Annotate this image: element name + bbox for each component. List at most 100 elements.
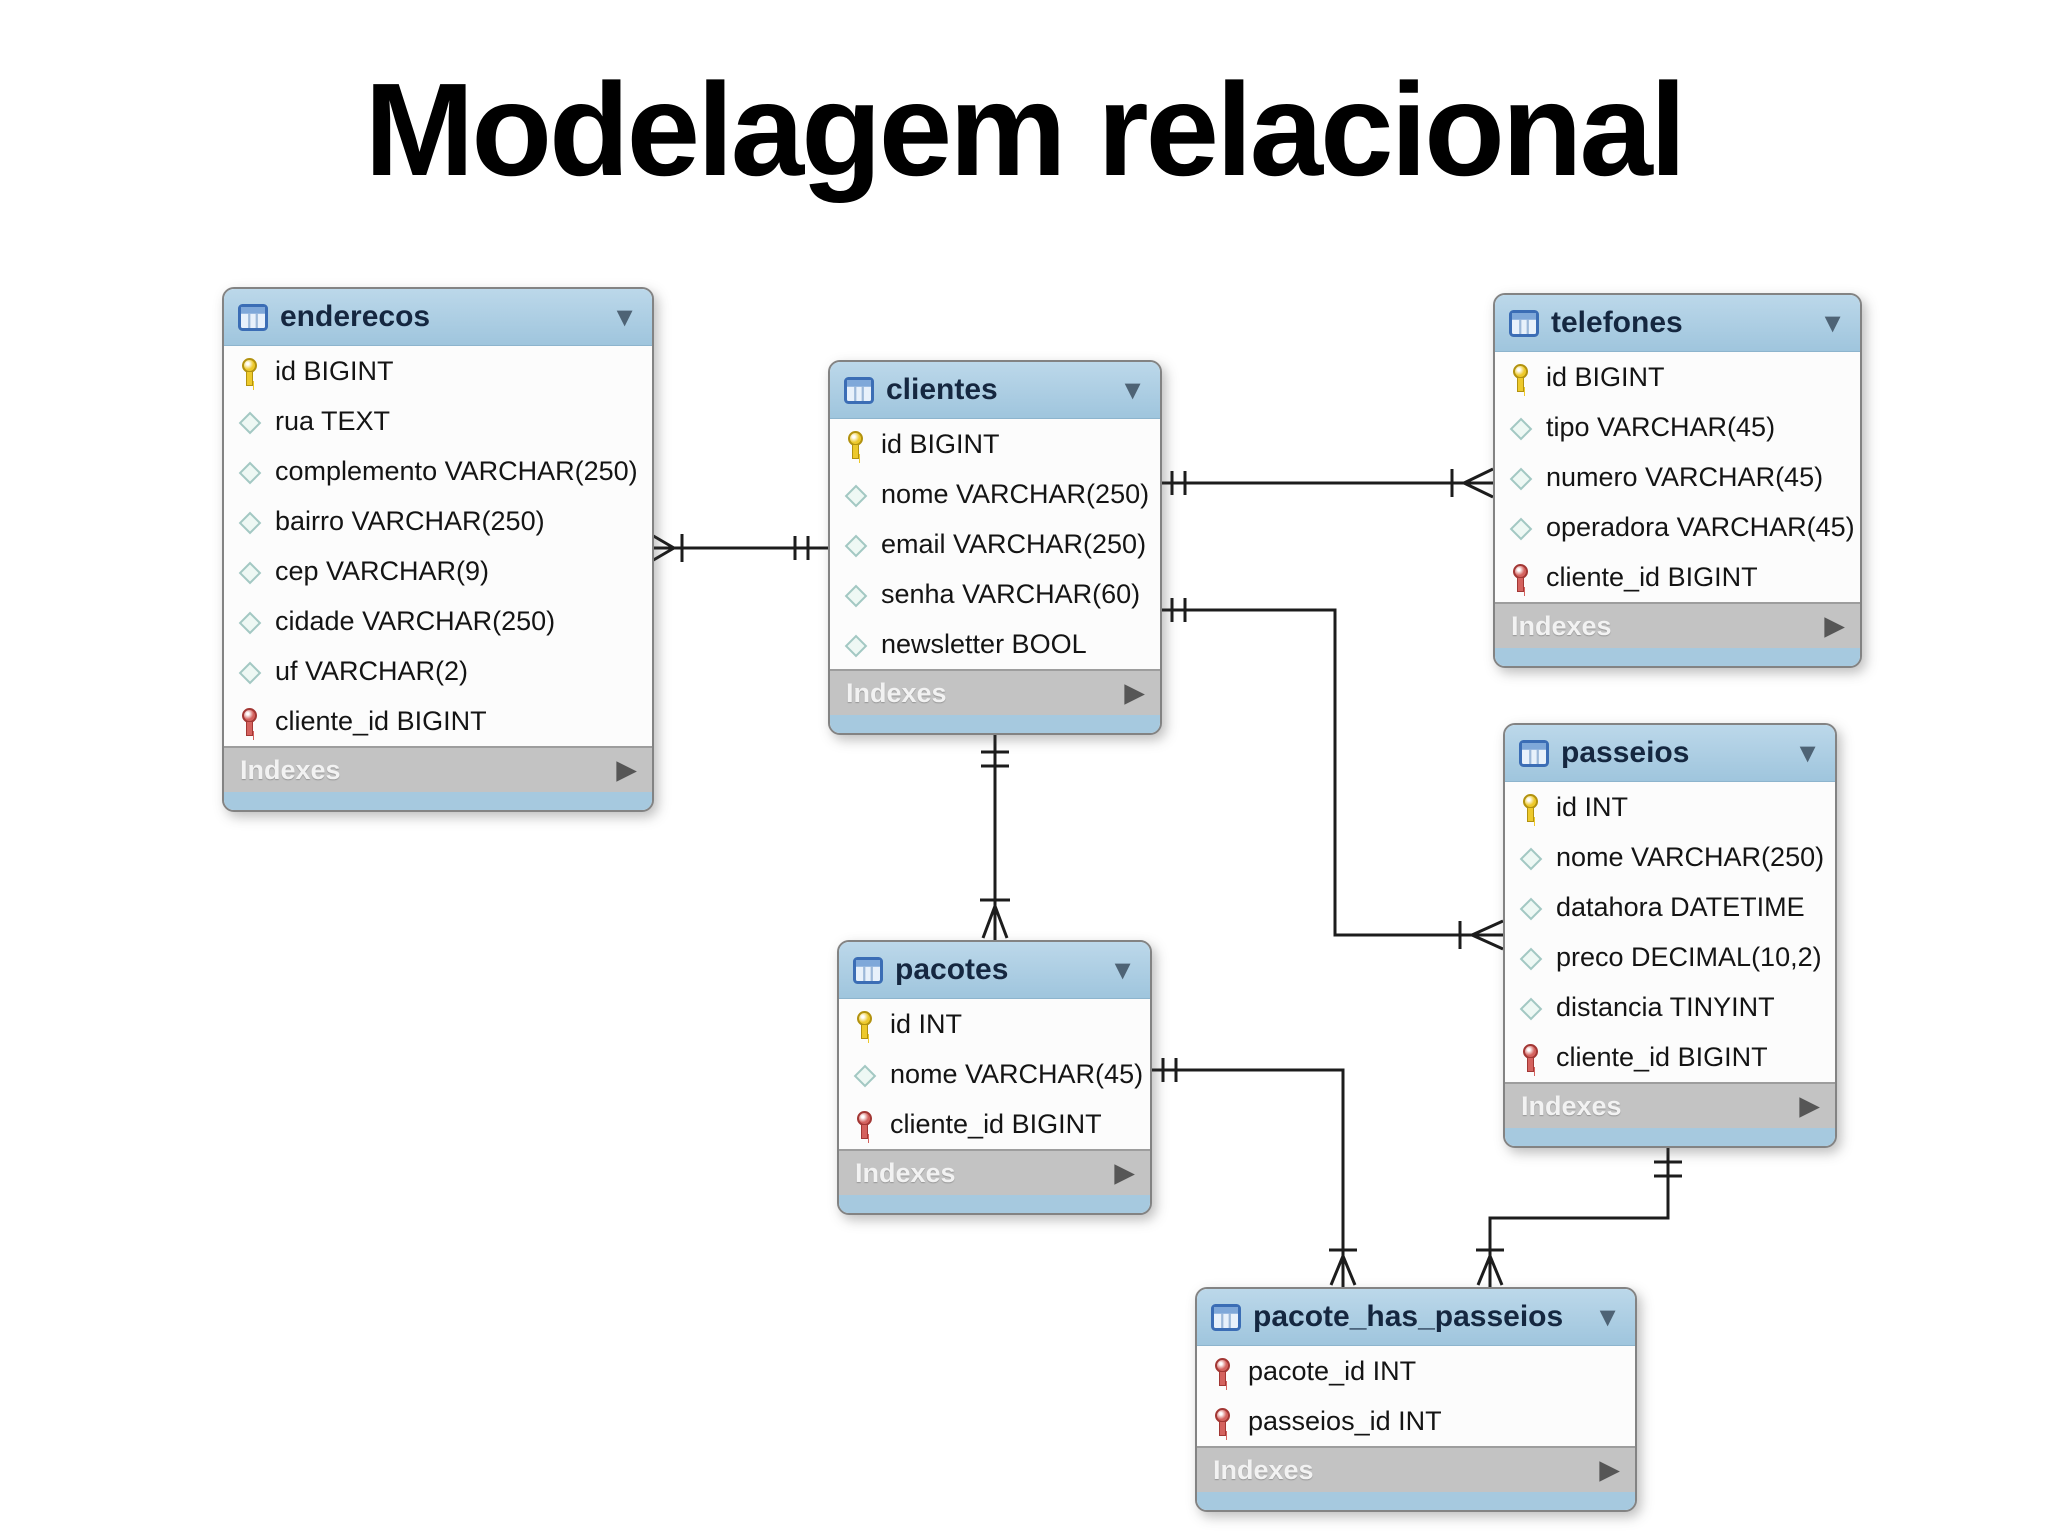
table-icon [1519,739,1549,767]
column-row[interactable]: tipo VARCHAR(45) [1495,402,1860,452]
collapse-caret-icon[interactable]: ▼ [1119,374,1146,405]
column-row[interactable]: id BIGINT [224,346,652,396]
column-diamond-icon [1507,412,1533,442]
column-diamond-icon [236,456,262,486]
column-row[interactable]: cliente_id BIGINT [224,696,652,746]
expand-arrow-icon[interactable]: ▶ [1824,612,1844,640]
column-diamond-icon [1517,892,1543,922]
column-row[interactable]: nome VARCHAR(250) [830,469,1160,519]
column-row[interactable]: nome VARCHAR(45) [839,1049,1150,1099]
column-list: id BIGINT tipo VARCHAR(45) numero VARCHA… [1495,352,1860,602]
table-title: pacotes [895,953,1009,986]
column-row[interactable]: preco DECIMAL(10,2) [1505,932,1835,982]
table-header[interactable]: telefones ▼ [1495,295,1860,352]
column-row[interactable]: passeios_id INT [1197,1396,1635,1446]
column-text: cliente_id BIGINT [1546,561,1758,592]
column-row[interactable]: datahora DATETIME [1505,882,1835,932]
column-row[interactable]: numero VARCHAR(45) [1495,452,1860,502]
indexes-bar[interactable]: Indexes ▶ [839,1149,1150,1195]
relationship-clientes-passeios[interactable] [1158,608,1503,937]
column-diamond-icon [1507,462,1533,492]
table-pacote_has_passeios[interactable]: pacote_has_passeios ▼ pacote_id INT pass… [1195,1287,1637,1512]
column-row[interactable]: id INT [1505,782,1835,832]
column-text: datahora DATETIME [1556,891,1805,922]
indexes-label: Indexes [240,754,341,785]
column-row[interactable]: rua TEXT [224,396,652,446]
column-row[interactable]: id BIGINT [1495,352,1860,402]
column-diamond-icon [842,479,868,509]
primary-key-icon [842,429,868,459]
cardinality-marker [649,532,675,550]
column-row[interactable]: cidade VARCHAR(250) [224,596,652,646]
column-text: preco DECIMAL(10,2) [1556,941,1822,972]
relationship-pacotes-pacote_has_passeios[interactable] [1148,1068,1345,1287]
column-row[interactable]: uf VARCHAR(2) [224,646,652,696]
cardinality-marker [1488,1255,1504,1286]
column-diamond-icon [236,406,262,436]
table-title: passeios [1561,736,1690,769]
primary-key-icon [851,1009,877,1039]
expand-arrow-icon[interactable]: ▶ [1114,1159,1134,1187]
table-footer [1197,1492,1635,1510]
table-icon [1509,309,1539,337]
column-text: cep VARCHAR(9) [275,555,490,586]
column-row[interactable]: cliente_id BIGINT [1505,1032,1835,1082]
table-header[interactable]: passeios ▼ [1505,725,1835,782]
table-icon [238,303,268,331]
column-row[interactable]: cliente_id BIGINT [839,1099,1150,1149]
collapse-caret-icon[interactable]: ▼ [611,301,638,332]
table-header[interactable]: pacote_has_passeios ▼ [1197,1289,1635,1346]
expand-arrow-icon[interactable]: ▶ [616,756,636,784]
expand-arrow-icon[interactable]: ▶ [1599,1456,1619,1484]
column-text: rua TEXT [275,405,391,436]
indexes-bar[interactable]: Indexes ▶ [1495,602,1860,648]
cardinality-marker [993,905,1009,939]
column-row[interactable]: distancia TINYINT [1505,982,1835,1032]
relationship-passeios-pacote_has_passeios[interactable] [1488,1141,1670,1287]
collapse-caret-icon[interactable]: ▼ [1819,307,1846,338]
column-text: pacote_id INT [1248,1355,1417,1386]
column-row[interactable]: senha VARCHAR(60) [830,569,1160,619]
cardinality-marker [1329,1255,1345,1286]
column-row[interactable]: id BIGINT [830,419,1160,469]
column-row[interactable]: id INT [839,999,1150,1049]
column-diamond-icon [1517,842,1543,872]
table-header[interactable]: clientes ▼ [830,362,1160,419]
table-passeios[interactable]: passeios ▼ id INT nome VARCHAR(250) data… [1503,723,1837,1148]
column-row[interactable]: email VARCHAR(250) [830,519,1160,569]
indexes-bar[interactable]: Indexes ▶ [1505,1082,1835,1128]
collapse-caret-icon[interactable]: ▼ [1794,737,1821,768]
column-diamond-icon [842,579,868,609]
column-row[interactable]: complemento VARCHAR(250) [224,446,652,496]
indexes-bar[interactable]: Indexes ▶ [830,669,1160,715]
column-row[interactable]: newsletter BOOL [830,619,1160,669]
column-text: id INT [890,1008,963,1039]
indexes-bar[interactable]: Indexes ▶ [224,746,652,792]
collapse-caret-icon[interactable]: ▼ [1594,1301,1621,1332]
column-text: uf VARCHAR(2) [275,655,469,686]
column-diamond-icon [842,529,868,559]
table-footer [1495,648,1860,666]
cardinality-marker [1471,933,1504,951]
column-row[interactable]: cliente_id BIGINT [1495,552,1860,602]
column-row[interactable]: pacote_id INT [1197,1346,1635,1396]
table-telefones[interactable]: telefones ▼ id BIGINT tipo VARCHAR(45) n… [1493,293,1862,668]
column-row[interactable]: cep VARCHAR(9) [224,546,652,596]
indexes-label: Indexes [1521,1090,1622,1121]
table-icon [1211,1303,1241,1331]
table-enderecos[interactable]: enderecos ▼ id BIGINT rua TEXT complemen… [222,287,654,812]
column-row[interactable]: nome VARCHAR(250) [1505,832,1835,882]
table-header[interactable]: enderecos ▼ [224,289,652,346]
table-clientes[interactable]: clientes ▼ id BIGINT nome VARCHAR(250) e… [828,360,1162,735]
indexes-bar[interactable]: Indexes ▶ [1197,1446,1635,1492]
expand-arrow-icon[interactable]: ▶ [1124,679,1144,707]
collapse-caret-icon[interactable]: ▼ [1109,954,1136,985]
table-header[interactable]: pacotes ▼ [839,942,1150,999]
expand-arrow-icon[interactable]: ▶ [1799,1092,1819,1120]
table-pacotes[interactable]: pacotes ▼ id INT nome VARCHAR(45) client… [837,940,1152,1215]
cardinality-marker [1463,467,1494,485]
column-row[interactable]: operadora VARCHAR(45) [1495,502,1860,552]
column-text: passeios_id INT [1248,1405,1442,1436]
column-row[interactable]: bairro VARCHAR(250) [224,496,652,546]
